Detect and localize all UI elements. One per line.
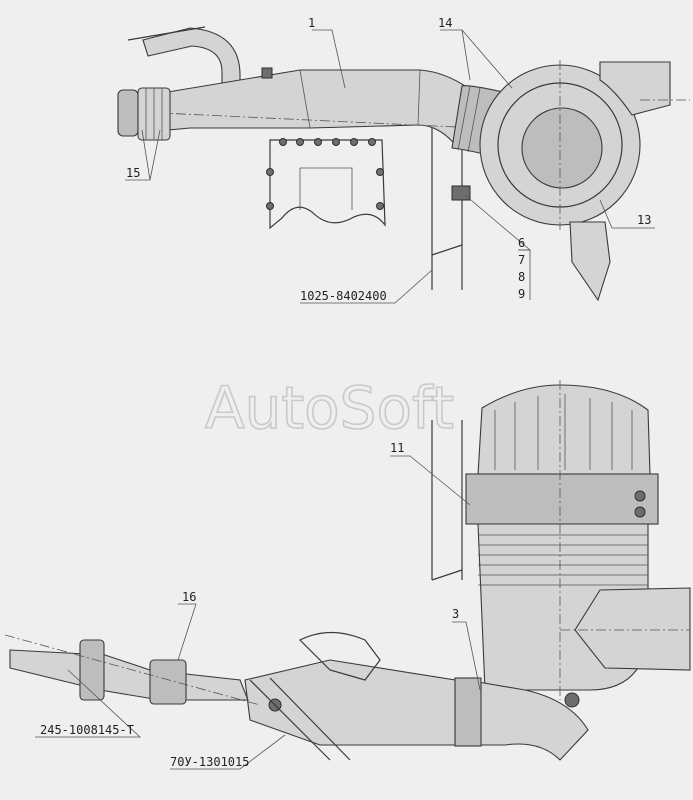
callout-hose-part: 70У-1301015 — [170, 755, 249, 769]
cover-ribs — [494, 394, 633, 470]
pipe-flange — [79, 639, 105, 701]
pipe-edge — [127, 26, 206, 41]
bracket-nut — [451, 185, 471, 201]
clamp-screw — [634, 490, 646, 502]
leader-lines-top — [125, 29, 655, 304]
filter-fins — [478, 534, 648, 586]
tube-centerline — [139, 111, 521, 131]
filter-band-clamp — [465, 473, 659, 525]
elbow-hose — [454, 677, 589, 761]
filter-outlet — [574, 587, 691, 671]
lower-intake-tube — [244, 659, 456, 746]
housing-centerline — [559, 60, 690, 230]
callout-7: 7 — [518, 253, 525, 267]
plate-bolts — [266, 138, 384, 210]
callout-6: 6 — [518, 236, 525, 250]
callout-8: 8 — [518, 270, 525, 284]
hose-clamp — [117, 89, 139, 137]
tube-bracket — [298, 631, 381, 681]
dust-valve — [569, 221, 611, 302]
callout-1: 1 — [308, 16, 315, 30]
leader-lines-bottom — [35, 455, 481, 770]
tube-seam — [299, 69, 311, 129]
plate-channel — [299, 167, 353, 210]
pipe-hose-clamp — [149, 659, 187, 705]
top-view: 1 14 15 13 6 7 8 9 1025-8402400 — [117, 16, 690, 304]
filter-cover — [477, 384, 651, 476]
filter-core — [521, 107, 603, 189]
callout-16: 16 — [182, 590, 196, 604]
callout-3: 3 — [452, 607, 459, 621]
callout-13: 13 — [637, 213, 651, 227]
exhaust-pipe — [9, 649, 249, 701]
callout-pipe-part: 245-1008145-T — [40, 723, 134, 737]
clamp-ribs — [145, 88, 163, 140]
pipe-centerline — [4, 634, 261, 706]
filter-centerline — [559, 380, 690, 700]
support-bracket — [431, 128, 463, 290]
callout-9: 9 — [518, 287, 525, 301]
bottom-view: 11 3 16 245-1008145-T 70У-1301015 — [4, 380, 691, 770]
tube-seam — [417, 69, 421, 126]
mounting-plate — [269, 139, 386, 230]
tube-bolt — [261, 67, 273, 79]
lower-hose — [249, 677, 351, 761]
intake-tube — [167, 69, 469, 150]
housing-outlet — [599, 61, 671, 116]
lower-support-bracket — [431, 420, 463, 581]
callout-15: 15 — [126, 166, 140, 180]
callout-bracket-part: 1025-8402400 — [300, 289, 387, 303]
clamp-screw — [634, 506, 646, 518]
watermark-text: AutoSoft — [205, 374, 454, 442]
callout-11: 11 — [390, 441, 404, 455]
elbow-clamp — [454, 677, 482, 747]
elbow-fitting — [564, 692, 580, 708]
callout-14: 14 — [438, 16, 452, 30]
